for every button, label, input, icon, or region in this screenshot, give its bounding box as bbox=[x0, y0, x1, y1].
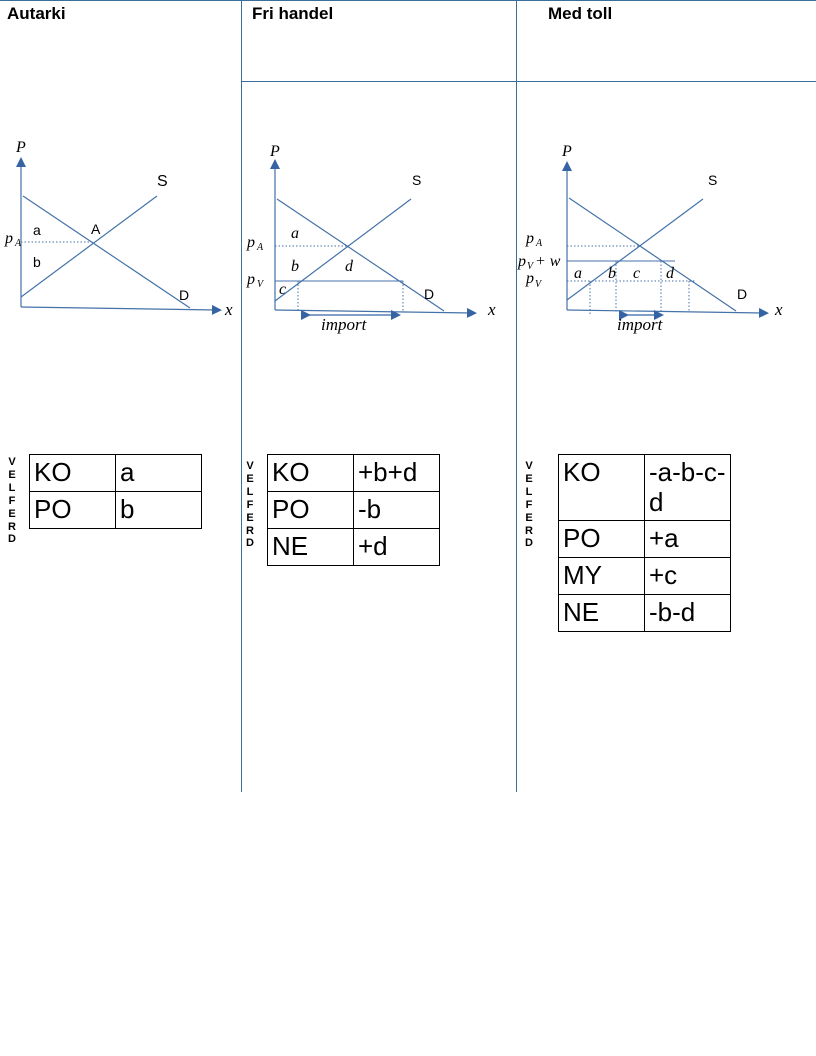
demand-curve bbox=[276, 198, 445, 312]
label-import: import bbox=[617, 315, 664, 334]
label-pvw-plus: + w bbox=[535, 253, 561, 270]
table-row: KO a bbox=[29, 454, 202, 492]
table-cell-key: NE bbox=[558, 594, 645, 632]
label-pvw-sub: V bbox=[527, 261, 535, 272]
label-area-c: c bbox=[279, 281, 286, 298]
table-row: KO -a-b-c-d bbox=[558, 454, 731, 521]
table-cell-key: KO bbox=[29, 454, 116, 492]
header-rule bbox=[241, 81, 816, 82]
label-area-a: a bbox=[574, 265, 582, 282]
column-title-fri-handel: Fri handel bbox=[252, 4, 334, 23]
table-cell-key: KO bbox=[267, 454, 354, 492]
axis-label-p: P bbox=[15, 139, 26, 156]
label-pvw: p bbox=[517, 253, 526, 270]
table-row: NE +d bbox=[267, 528, 440, 566]
label-s: S bbox=[708, 172, 717, 188]
label-area-d: d bbox=[345, 258, 354, 275]
table-cell-value: b bbox=[115, 491, 202, 529]
column-divider-1 bbox=[241, 0, 242, 792]
table-cell-key: PO bbox=[267, 491, 354, 529]
table-cell-value: +a bbox=[644, 520, 731, 558]
welfare-table-autarki: KO a PO b bbox=[29, 454, 202, 529]
label-import: import bbox=[321, 315, 368, 334]
label-pv: p bbox=[525, 270, 534, 287]
welfare-label-fri-handel: V E L F E R D bbox=[246, 460, 254, 550]
label-d: D bbox=[424, 286, 434, 302]
label-equilibrium-a: A bbox=[91, 221, 101, 237]
table-cell-value: +d bbox=[353, 528, 440, 566]
supply-curve bbox=[566, 198, 704, 301]
table-row: KO +b+d bbox=[267, 454, 440, 492]
label-s: S bbox=[157, 173, 168, 190]
column-title-med-toll: Med toll bbox=[548, 4, 613, 23]
label-pv-sub: V bbox=[535, 279, 543, 290]
diagram-autarki: P x S D A a b p A bbox=[4, 139, 233, 319]
table-row: PO b bbox=[29, 491, 202, 529]
x-axis bbox=[20, 304, 222, 315]
label-area-d: d bbox=[666, 265, 675, 282]
label-pa-sub: A bbox=[535, 238, 543, 249]
label-area-c: c bbox=[633, 265, 640, 282]
axis-label-p: P bbox=[269, 143, 280, 160]
label-pa-sub: A bbox=[14, 238, 22, 249]
label-area-b: b bbox=[291, 258, 299, 275]
welfare-table-med-toll: KO -a-b-c-d PO +a MY +c NE -b-d bbox=[558, 454, 731, 632]
table-row: PO +a bbox=[558, 520, 731, 558]
demand-curve bbox=[568, 197, 737, 312]
label-area-b: b bbox=[33, 254, 41, 270]
label-pa: p bbox=[246, 234, 255, 251]
table-row: NE -b-d bbox=[558, 594, 731, 632]
top-rule bbox=[0, 0, 816, 1]
table-cell-value: a bbox=[115, 454, 202, 492]
label-d: D bbox=[179, 287, 189, 303]
table-cell-key: PO bbox=[558, 520, 645, 558]
supply-curve bbox=[20, 195, 158, 298]
table-cell-value: -a-b-c-d bbox=[644, 454, 731, 521]
welfare-label-autarki: V E L F E R D bbox=[8, 456, 16, 546]
table-cell-value: -b bbox=[353, 491, 440, 529]
column-title-autarki: Autarki bbox=[7, 4, 66, 23]
axis-label-x: x bbox=[224, 300, 233, 319]
table-cell-value: -b-d bbox=[644, 594, 731, 632]
column-divider-2 bbox=[516, 0, 517, 792]
label-pa: p bbox=[4, 230, 13, 247]
label-d: D bbox=[737, 286, 747, 302]
axis-label-p: P bbox=[561, 143, 572, 160]
table-cell-key: NE bbox=[267, 528, 354, 566]
x-axis bbox=[566, 307, 769, 318]
label-s: S bbox=[412, 172, 421, 188]
table-cell-value: +b+d bbox=[353, 454, 440, 492]
demand-curve bbox=[22, 195, 191, 309]
supply-curve bbox=[274, 198, 412, 302]
label-area-a: a bbox=[33, 222, 41, 238]
label-pv-sub: V bbox=[257, 279, 265, 290]
diagram-med-toll: P x S D a b c d p A p V + w p V import bbox=[517, 143, 783, 334]
welfare-table-fri-handel: KO +b+d PO -b NE +d bbox=[267, 454, 440, 566]
table-row: MY +c bbox=[558, 557, 731, 595]
supply-demand-diagrams: P x S D A a b p A P x S D a b c d p A p … bbox=[4, 139, 783, 334]
table-row: PO -b bbox=[267, 491, 440, 529]
axis-label-x: x bbox=[487, 300, 496, 319]
table-cell-key: MY bbox=[558, 557, 645, 595]
label-area-b: b bbox=[608, 265, 616, 282]
axis-label-x: x bbox=[774, 300, 783, 319]
diagram-fri-handel: P x S D a b c d p A p V import bbox=[246, 143, 496, 334]
label-area-a: a bbox=[291, 225, 299, 242]
label-pa-sub: A bbox=[256, 242, 264, 253]
table-cell-key: KO bbox=[558, 454, 645, 521]
table-cell-value: +c bbox=[644, 557, 731, 595]
label-pv: p bbox=[246, 271, 255, 288]
label-pa: p bbox=[525, 230, 534, 247]
welfare-label-med-toll: V E L F E R D bbox=[525, 460, 533, 550]
table-cell-key: PO bbox=[29, 491, 116, 529]
